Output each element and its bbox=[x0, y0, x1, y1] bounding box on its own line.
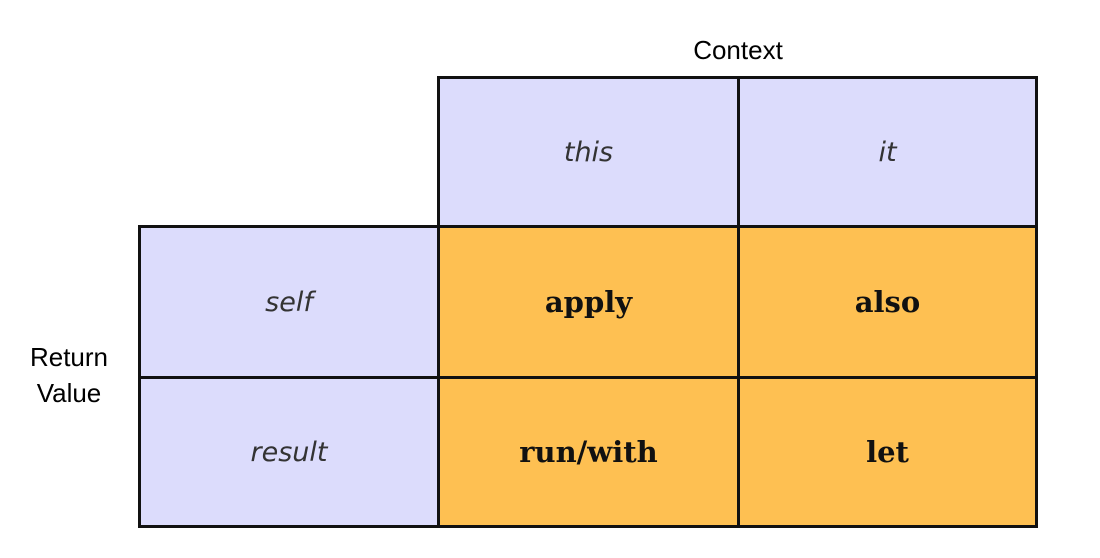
cell-let: let bbox=[737, 376, 1038, 528]
cell-run-with: run/with bbox=[437, 376, 740, 528]
cell-also: also bbox=[737, 225, 1038, 379]
column-header-this: this bbox=[437, 76, 740, 228]
row-header-self: self bbox=[138, 225, 440, 379]
return-value-label-line2: Value bbox=[36, 378, 102, 408]
cell-apply: apply bbox=[437, 225, 740, 379]
column-header-it: it bbox=[737, 76, 1038, 228]
return-value-label-line1: Return bbox=[29, 342, 109, 372]
row-header-result: result bbox=[138, 376, 440, 528]
return-value-axis-label: Return Value bbox=[14, 339, 124, 411]
context-axis-label: Context bbox=[693, 35, 783, 65]
